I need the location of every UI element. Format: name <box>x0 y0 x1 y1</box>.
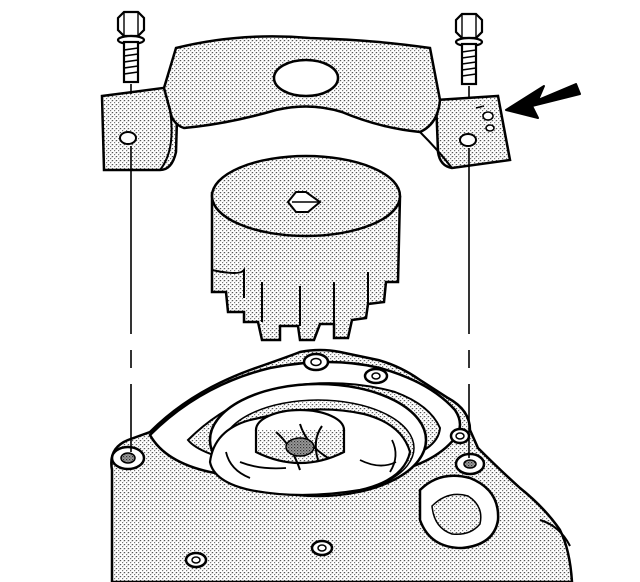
bolt-left <box>116 10 146 84</box>
bolt-right <box>454 12 484 86</box>
impeller <box>208 408 412 497</box>
cup-tool <box>210 154 402 342</box>
retainer-bracket <box>100 35 512 172</box>
callout-arrow <box>505 83 581 119</box>
